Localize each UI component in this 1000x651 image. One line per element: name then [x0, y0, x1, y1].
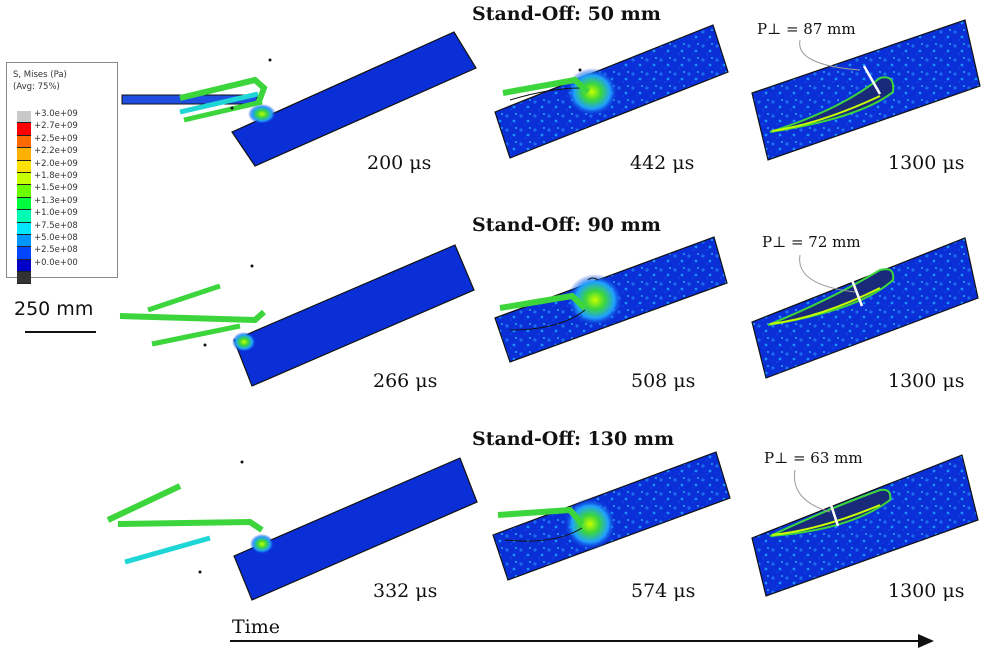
legend-title: S, Mises (Pa) (Avg: 75%): [13, 69, 67, 93]
legend-swatch: [17, 234, 31, 248]
time-label-r1-c3: 1300 μs: [888, 152, 965, 174]
legend-title-line1: S, Mises (Pa): [13, 70, 67, 80]
frame-r2-c1: [119, 244, 475, 387]
time-label-r1-c1: 200 μs: [367, 152, 432, 174]
frame-r3-c1: [106, 457, 478, 601]
legend-value: +0.0e+00: [34, 257, 78, 268]
legend-value: +1.5e+09: [34, 183, 78, 194]
legend-values: +3.0e+09 +2.7e+09+2.5e+09 +2.2e+09+2.0e+09…: [34, 108, 78, 269]
legend-value: +5.0e+08: [34, 233, 78, 244]
legend-swatch: [17, 111, 31, 124]
legend-colorbar: [17, 111, 31, 285]
legend-swatch: [17, 135, 31, 149]
row-title-130mm: Stand-Off: 130 mm: [472, 428, 675, 450]
legend-swatch: [17, 123, 31, 136]
legend-swatch: [17, 259, 31, 273]
penetration-label-r1: P⊥ = 87 mm: [757, 20, 856, 38]
legend-value: +2.2e+09: [34, 146, 78, 157]
legend-value: +2.5e+09: [34, 133, 78, 144]
legend-value: +2.0e+09: [34, 158, 78, 169]
legend-swatch: [17, 197, 31, 211]
legend-value: +7.5e+08: [34, 220, 78, 231]
frame-r1-c1: [121, 31, 477, 167]
penetration-label-r2: P⊥ = 72 mm: [762, 233, 861, 251]
legend-swatch: [17, 210, 31, 223]
time-axis-arrowhead: [918, 634, 934, 648]
frame-r2-c2: [494, 236, 728, 363]
frame-r3-c3: [751, 454, 979, 597]
legend-swatch: [17, 247, 31, 260]
time-label-r2-c3: 1300 μs: [888, 370, 965, 392]
legend-swatch: [17, 185, 31, 198]
time-label-r1-c2: 442 μs: [630, 152, 695, 174]
stress-legend: S, Mises (Pa) (Avg: 75%) +3.0e+09 +2.7e+0…: [6, 62, 118, 285]
scale-bar-label: 250 mm: [14, 298, 94, 320]
scale-bar: [25, 331, 96, 333]
time-label-r3-c2: 574 μs: [631, 580, 696, 602]
legend-swatch: [17, 222, 31, 235]
legend-value: +1.3e+09: [34, 195, 78, 206]
legend-title-line2: (Avg: 75%): [13, 82, 60, 92]
legend-swatch: [17, 160, 31, 173]
legend-swatch: [17, 272, 31, 285]
time-label-r2-c2: 508 μs: [631, 370, 696, 392]
frame-r1-c2: [494, 24, 729, 159]
time-axis-label: Time: [232, 616, 281, 638]
frame-r3-c2: [492, 451, 731, 581]
time-label-r3-c3: 1300 μs: [888, 580, 965, 602]
legend-value: +1.8e+09: [34, 171, 78, 182]
time-label-r2-c1: 266 μs: [373, 370, 438, 392]
legend-value: +2.7e+09: [34, 121, 78, 132]
time-label-r3-c1: 332 μs: [373, 580, 438, 602]
legend-value: +1.0e+09: [34, 208, 78, 219]
legend-swatch: [17, 172, 31, 186]
row-title-50mm: Stand-Off: 50 mm: [472, 3, 661, 25]
legend-value: +2.5e+08: [34, 245, 78, 256]
frame-r2-c3: [751, 237, 979, 379]
legend-swatch: [17, 148, 31, 161]
frame-r1-c3: [751, 19, 981, 161]
row-title-90mm: Stand-Off: 90 mm: [472, 214, 661, 236]
penetration-label-r3: P⊥ = 63 mm: [764, 449, 863, 467]
legend-value: +3.0e+09: [34, 109, 78, 119]
